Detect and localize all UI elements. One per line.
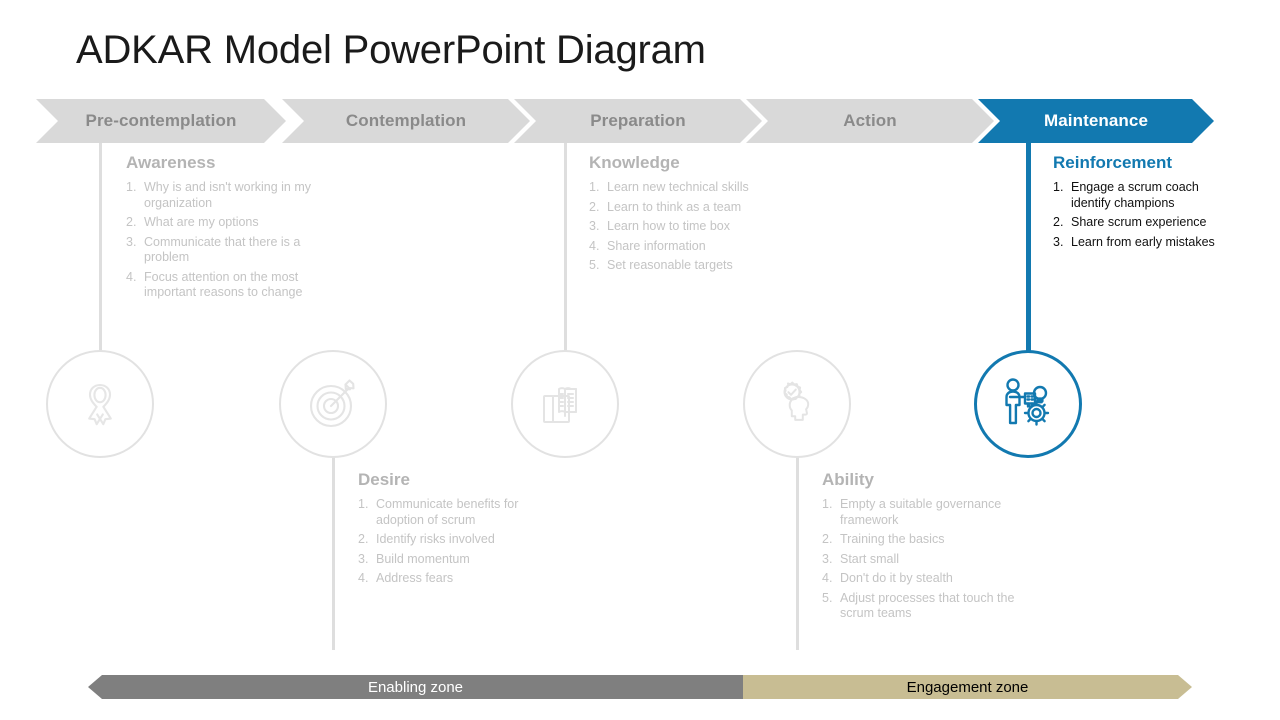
ribbon-icon	[72, 376, 128, 432]
list-number: 3.	[1053, 234, 1064, 249]
block-title: Desire	[358, 470, 410, 489]
connector-line-desire	[332, 452, 335, 650]
list-number: 2.	[589, 199, 600, 214]
list-item: 4.Share information	[589, 238, 706, 253]
block-awareness: Awareness 1.Why is and isn't working in …	[126, 153, 326, 305]
list-item: 2.What are my options	[126, 215, 259, 229]
list-item: 4.Focus attention on the most important …	[126, 269, 303, 300]
stage-chevron-bar: Pre-contemplation Contemplation Preparat…	[36, 99, 1214, 143]
zone-enabling[interactable]: Enabling zone	[88, 675, 743, 699]
list-number: 1.	[1053, 180, 1064, 194]
stage-label: Maintenance	[1043, 111, 1149, 130]
books-icon	[537, 376, 593, 432]
stage-chevron-action[interactable]: Action	[746, 99, 994, 143]
list-number: 4.	[358, 571, 369, 585]
list-item: 2.Learn to think as a team	[589, 199, 742, 214]
block-list-awareness: 1.Why is and isn't working in my organiz…	[126, 180, 326, 301]
list-item: 3.Communicate that there is a problem	[126, 234, 301, 265]
list-number: 1.	[589, 180, 600, 194]
icon-circle-knowledge[interactable]	[511, 350, 619, 458]
block-title: Ability	[822, 470, 874, 489]
target-icon	[304, 375, 362, 433]
person-gear-bulb-icon	[997, 373, 1059, 435]
stage-label: Preparation	[590, 111, 686, 130]
icon-circle-desire[interactable]	[279, 350, 387, 458]
list-item: 1.Empty a suitable governance framework	[822, 497, 1002, 527]
block-reinforcement: Reinforcement 1.Engage a scrum coach ide…	[1053, 153, 1239, 254]
icon-circle-awareness[interactable]	[46, 350, 154, 458]
list-number: 2.	[358, 532, 369, 546]
block-desire: Desire 1.Communicate benefits for adopti…	[358, 470, 558, 591]
stage-label: Pre-contemplation	[85, 111, 237, 130]
list-number: 2.	[822, 532, 833, 546]
zone-label: Engagement zone	[906, 678, 1029, 696]
list-item: 4.Don't do it by stealth	[822, 571, 953, 585]
list-number: 3.	[126, 234, 137, 249]
list-number: 5.	[822, 590, 833, 605]
list-item: 1.Why is and isn't working in my organiz…	[126, 180, 312, 210]
head-gear-icon	[768, 375, 826, 433]
list-item: 1.Engage a scrum coach identify champion…	[1053, 180, 1199, 210]
icon-circle-ability[interactable]	[743, 350, 851, 458]
list-item: 3.Build momentum	[358, 551, 470, 566]
list-number: 1.	[822, 497, 833, 511]
list-number: 4.	[822, 571, 833, 585]
list-item: 2.Share scrum experience	[1053, 215, 1207, 229]
list-item: 5.Adjust processes that touch the scrum …	[822, 590, 1015, 621]
list-item: 2.Training the basics	[822, 532, 945, 546]
stage-chevron-preparation[interactable]: Preparation	[514, 99, 762, 143]
list-item: 2.Identify risks involved	[358, 532, 495, 546]
block-title: Reinforcement	[1053, 153, 1173, 172]
list-number: 4.	[589, 238, 600, 253]
list-number: 3.	[358, 551, 369, 566]
block-list-knowledge: 1.Learn new technical skills 2.Learn to …	[589, 180, 789, 274]
list-item: 1.Communicate benefits for adoption of s…	[358, 497, 519, 527]
block-knowledge: Knowledge 1.Learn new technical skills 2…	[589, 153, 789, 278]
icon-circle-reinforcement[interactable]	[974, 350, 1082, 458]
stage-chevron-pre-contemplation[interactable]: Pre-contemplation	[36, 99, 286, 143]
list-number: 4.	[126, 269, 137, 284]
list-item: 3.Start small	[822, 551, 900, 566]
list-item: 4.Address fears	[358, 571, 454, 585]
list-item: 3.Learn how to time box	[589, 219, 730, 233]
list-number: 1.	[358, 497, 369, 511]
stage-chevron-maintenance[interactable]: Maintenance	[978, 99, 1214, 143]
stage-chevron-contemplation[interactable]: Contemplation	[282, 99, 530, 143]
zone-label: Enabling zone	[367, 678, 464, 696]
connector-line-ability	[796, 452, 799, 650]
list-number: 2.	[1053, 215, 1064, 229]
list-number: 3.	[822, 551, 833, 566]
stage-label: Contemplation	[345, 111, 467, 130]
page-title: ADKAR Model PowerPoint Diagram	[76, 28, 706, 72]
block-list-desire: 1.Communicate benefits for adoption of s…	[358, 497, 558, 587]
block-title: Knowledge	[589, 153, 680, 172]
list-item: 1.Learn new technical skills	[589, 180, 749, 194]
zone-engagement[interactable]: Engagement zone	[743, 675, 1192, 699]
list-number: 2.	[126, 215, 137, 229]
list-number: 1.	[126, 180, 137, 194]
block-list-reinforcement: 1.Engage a scrum coach identify champion…	[1053, 180, 1239, 250]
connector-line-knowledge	[564, 143, 567, 355]
list-item: 3.Learn from early mistakes	[1053, 234, 1215, 249]
block-ability: Ability 1.Empty a suitable governance fr…	[822, 470, 1022, 626]
list-item: 5.Set reasonable targets	[589, 258, 733, 272]
zone-bar: Enabling zone Engagement zone	[88, 675, 1192, 699]
block-title: Awareness	[126, 153, 216, 172]
list-number: 3.	[589, 219, 600, 233]
list-number: 5.	[589, 258, 600, 272]
connector-line-awareness	[99, 143, 102, 355]
stage-label: Action	[843, 111, 897, 130]
connector-line-reinforcement	[1026, 143, 1031, 355]
block-list-ability: 1.Empty a suitable governance framework …	[822, 497, 1022, 622]
